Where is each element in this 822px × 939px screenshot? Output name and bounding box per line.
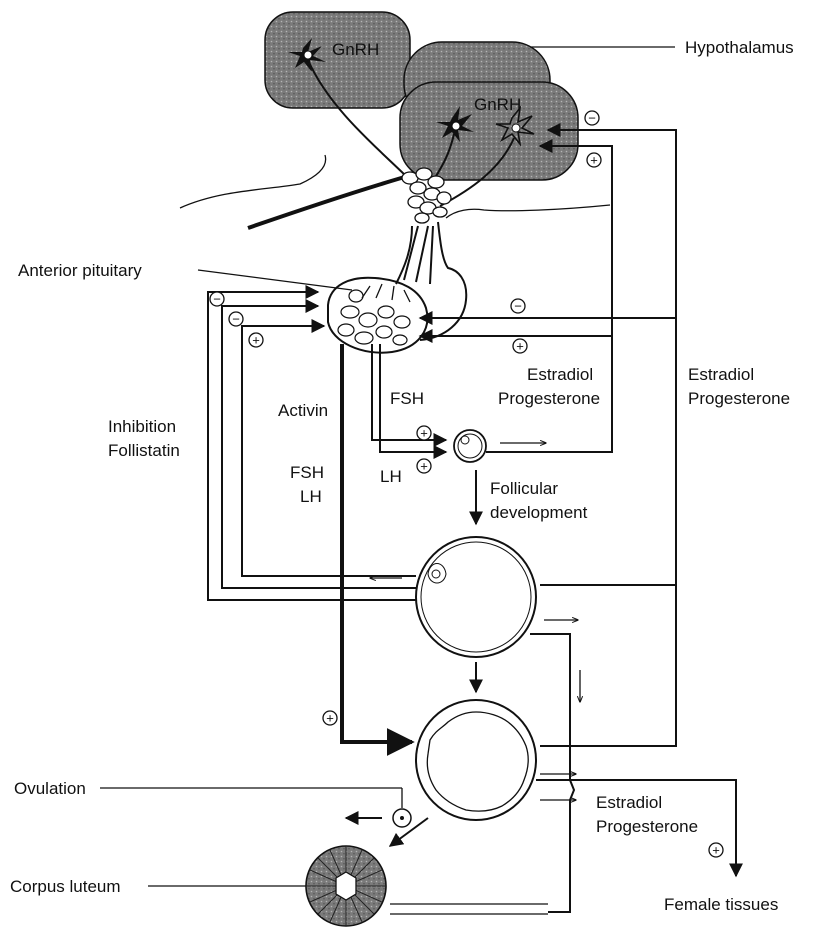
svg-text:−: − [588, 111, 596, 126]
svg-text:+: + [252, 333, 260, 348]
plus-sign-activin: + [249, 333, 263, 348]
progesterone-inner-label: Progesterone [498, 389, 600, 408]
lh-label-upper: LH [380, 467, 402, 486]
estradiol-bottom-label: Estradiol [596, 793, 662, 812]
svg-text:+: + [420, 459, 428, 474]
svg-text:+: + [420, 426, 428, 441]
plus-sign-tissues: + [709, 843, 723, 858]
minus-sign-1: − [210, 292, 224, 307]
inhibition-label: Inhibition [108, 417, 176, 436]
graafian-follicle [416, 537, 536, 657]
estradiol-inner-label: Estradiol [527, 365, 593, 384]
svg-text:+: + [326, 711, 334, 726]
ovulation-label: Ovulation [14, 779, 86, 798]
progesterone-bottom-label: Progesterone [596, 817, 698, 836]
female-tissues-label: Female tissues [664, 895, 778, 914]
plus-sign-lh: + [417, 459, 431, 474]
development-label: development [490, 503, 588, 522]
plus-sign-inner-pit: + [513, 339, 527, 354]
svg-text:+: + [712, 843, 720, 858]
hypothalamus-label: Hypothalamus [685, 38, 794, 57]
svg-text:−: − [213, 292, 221, 307]
plus-sign-surge: + [323, 711, 337, 726]
svg-text:−: − [232, 312, 240, 327]
corpus-luteum [306, 846, 386, 926]
hypothalamus [265, 12, 578, 180]
mature-follicle [416, 700, 536, 820]
minus-sign-outer-pit: − [511, 299, 525, 314]
follistatin-label: Follistatin [108, 441, 180, 460]
activin-label: Activin [278, 401, 328, 420]
sella-left [180, 155, 326, 208]
outer-feedback-hypothalamus [540, 130, 676, 746]
svg-text:−: − [514, 299, 522, 314]
gnrh-label-2: GnRH [474, 95, 521, 114]
lh-label-left: LH [300, 487, 322, 506]
svg-text:+: + [516, 339, 524, 354]
fsh-label-left: FSH [290, 463, 324, 482]
minus-sign-outer-hypo: − [585, 111, 599, 126]
pituitary-cells [338, 290, 410, 345]
graafian-to-tissues [530, 634, 574, 912]
svg-text:+: + [590, 153, 598, 168]
anterior-pituitary-pointer [198, 270, 352, 290]
minus-sign-2: − [229, 312, 243, 327]
plus-sign-fsh: + [417, 426, 431, 441]
corpus-luteum-label: Corpus luteum [10, 877, 121, 896]
gnrh-label-1: GnRH [332, 40, 379, 59]
ovum [393, 809, 411, 827]
sella-right [446, 205, 610, 218]
estradiol-outer-label: Estradiol [688, 365, 754, 384]
fsh-label-upper: FSH [390, 389, 424, 408]
plus-sign-inner-hypo: + [587, 153, 601, 168]
corpus-luteum-output [390, 904, 548, 914]
anterior-pituitary-label: Anterior pituitary [18, 261, 142, 280]
follicular-label: Follicular [490, 479, 558, 498]
primary-follicle [454, 430, 486, 462]
pituitary-capillaries [362, 284, 410, 302]
progesterone-outer-label: Progesterone [688, 389, 790, 408]
optic-chiasm [248, 176, 408, 228]
inhibin-loop-2 [222, 306, 416, 588]
